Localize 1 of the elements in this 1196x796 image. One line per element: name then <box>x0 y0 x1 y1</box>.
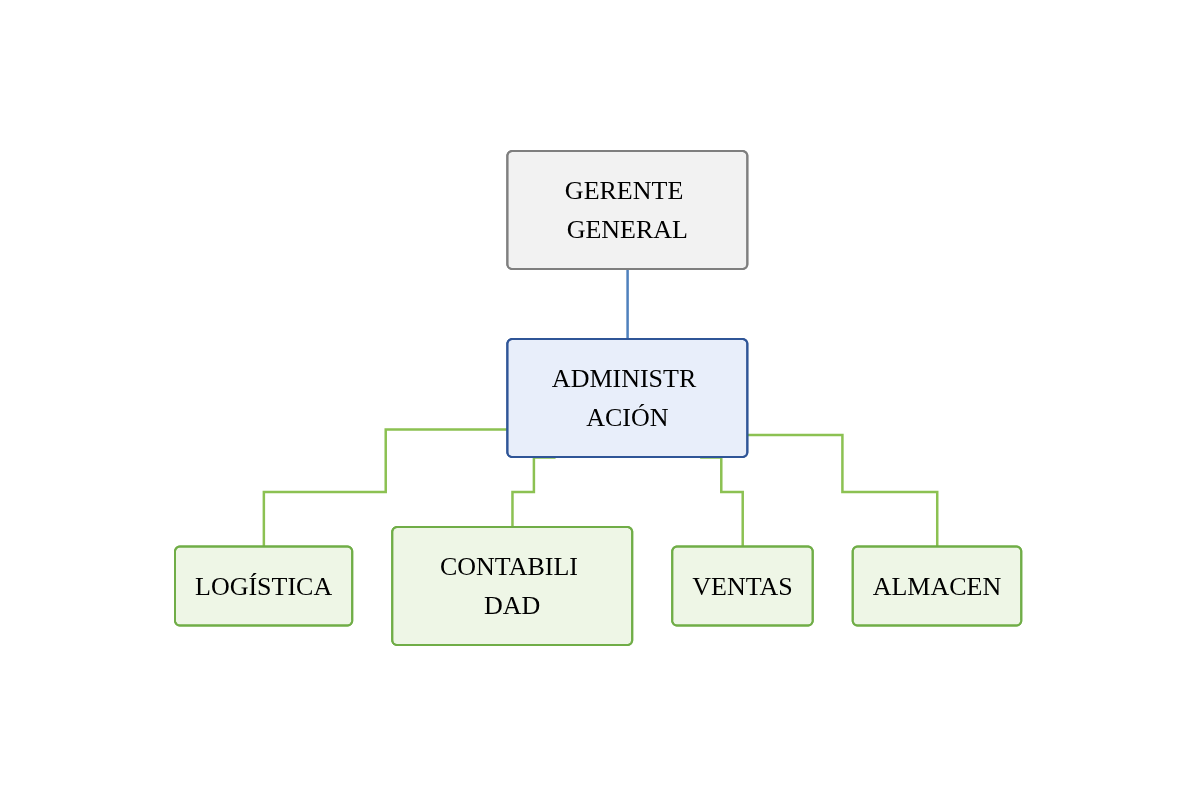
connector <box>626 268 629 341</box>
